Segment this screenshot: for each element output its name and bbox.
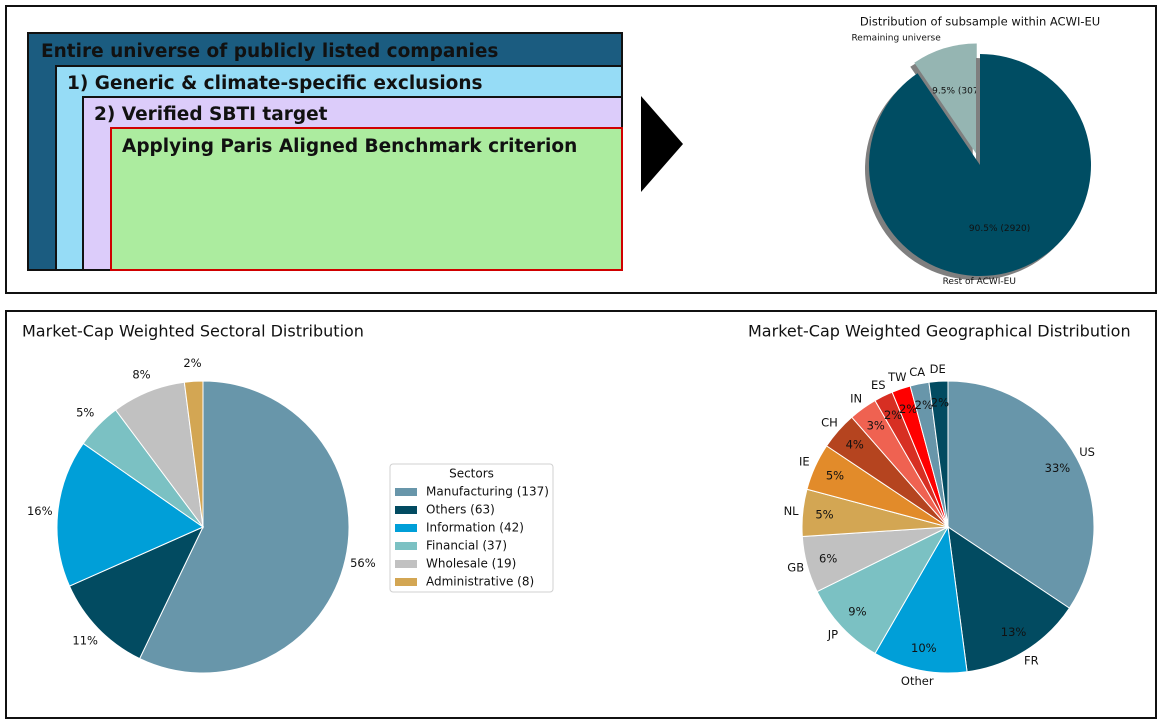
slice-category-label: ES — [871, 378, 886, 392]
arrow-layer — [641, 96, 683, 192]
slice-administrative — [183, 380, 204, 528]
slice-value-label: 2% — [931, 396, 949, 410]
exclusions-label: 1) Generic & climate-specific exclusions — [67, 73, 483, 94]
legend-swatch — [395, 542, 417, 550]
slice-other — [874, 525, 968, 674]
slice-category-label: IN — [850, 391, 862, 405]
legend-item-label: Financial (37) — [426, 539, 507, 553]
slice-category-label: Rest of ACWI-EU — [943, 277, 1016, 287]
subsample-pie-chart: Distribution of subsample within ACWI-EU… — [851, 15, 1100, 288]
slice-category-label: DE — [930, 362, 946, 376]
legend-item-label: Information (42) — [426, 521, 524, 535]
slice-value-label: 5% — [826, 468, 844, 482]
slice-value-label: 4% — [846, 438, 864, 452]
slice-value-label: 8% — [132, 367, 150, 381]
slice-category-label: IE — [799, 454, 810, 468]
slice-category-label: CA — [909, 365, 925, 379]
slice-value-label: 2% — [183, 356, 201, 370]
slice-value-label: 6% — [819, 552, 837, 566]
arrow-right-icon — [641, 96, 683, 192]
slice-value-label: 16% — [27, 504, 53, 518]
legend-frame — [389, 463, 554, 593]
slice-value-label: 2% — [884, 408, 902, 422]
slice-value-label: 56% — [350, 556, 376, 570]
slice-category-label: US — [1079, 445, 1095, 459]
slice-information — [56, 442, 205, 587]
slice-value-label: 2% — [899, 402, 917, 416]
slice-de — [928, 380, 949, 528]
slice-value-label: 33% — [1045, 461, 1071, 475]
slice-value-label: 9.5% (307) — [932, 86, 982, 96]
subsample-pie-title: Distribution of subsample within ACWI-EU — [860, 15, 1100, 29]
geo-pie-title: Market-Cap Weighted Geographical Distrib… — [748, 322, 1131, 341]
legend-item-label: Wholesale (19) — [426, 557, 516, 571]
slice-category-label: NL — [784, 504, 800, 518]
slice-category-label: Remaining universe — [851, 33, 941, 43]
slice-value-label: 5% — [815, 507, 833, 521]
legend-swatch — [395, 560, 417, 568]
paris-label: Applying Paris Aligned Benchmark criteri… — [122, 136, 578, 157]
slice-value-label: 2% — [915, 398, 933, 412]
slice-value-label: 5% — [76, 405, 94, 419]
slice-value-label: 10% — [911, 641, 937, 655]
legend-item-label: Others (63) — [426, 503, 495, 517]
slice-fr — [947, 525, 1071, 673]
legend-swatch — [395, 506, 417, 514]
legend-item-label: Administrative (8) — [426, 575, 534, 589]
legend-swatch — [395, 524, 417, 532]
slice-jp — [816, 525, 950, 655]
legend-swatch — [395, 488, 417, 496]
paris-box: Applying Paris Aligned Benchmark criteri… — [110, 127, 623, 271]
slice-category-label: TW — [887, 370, 906, 384]
bottom-panel: Market-Cap Weighted Sectoral Distributio… — [5, 310, 1157, 719]
slice-others — [68, 525, 205, 660]
slice-value-label: 11% — [72, 634, 98, 648]
sbti-label: 2) Verified SBTI target — [94, 104, 328, 125]
slice-category-label: JP — [827, 627, 838, 641]
sector-pie-title: Market-Cap Weighted Sectoral Distributio… — [22, 322, 364, 341]
slice-value-label: 90.5% (2920) — [969, 224, 1030, 234]
legend-swatch — [395, 578, 417, 586]
legend-item-label: Manufacturing (137) — [426, 485, 549, 499]
slice-category-label: Other — [901, 674, 934, 688]
slice-value-label: 9% — [848, 604, 866, 618]
universe-label: Entire universe of publicly listed compa… — [41, 41, 499, 62]
slice-category-label: CH — [821, 416, 838, 430]
legend-title: Sectors — [449, 467, 494, 481]
distribution-pie-charts: Market-Cap Weighted Sectoral Distributio… — [22, 322, 1131, 689]
top-panel: Entire universe of publicly listed compa… — [5, 5, 1157, 294]
slice-category-label: FR — [1024, 653, 1039, 667]
slice-value-label: 13% — [1001, 625, 1027, 639]
slice-manufacturing — [138, 380, 350, 674]
slice-rest-of-acwi-eu — [868, 54, 1091, 276]
slice-value-label: 3% — [867, 419, 885, 433]
slice-remaining-universe — [914, 43, 977, 155]
slice-category-label: GB — [787, 560, 804, 574]
